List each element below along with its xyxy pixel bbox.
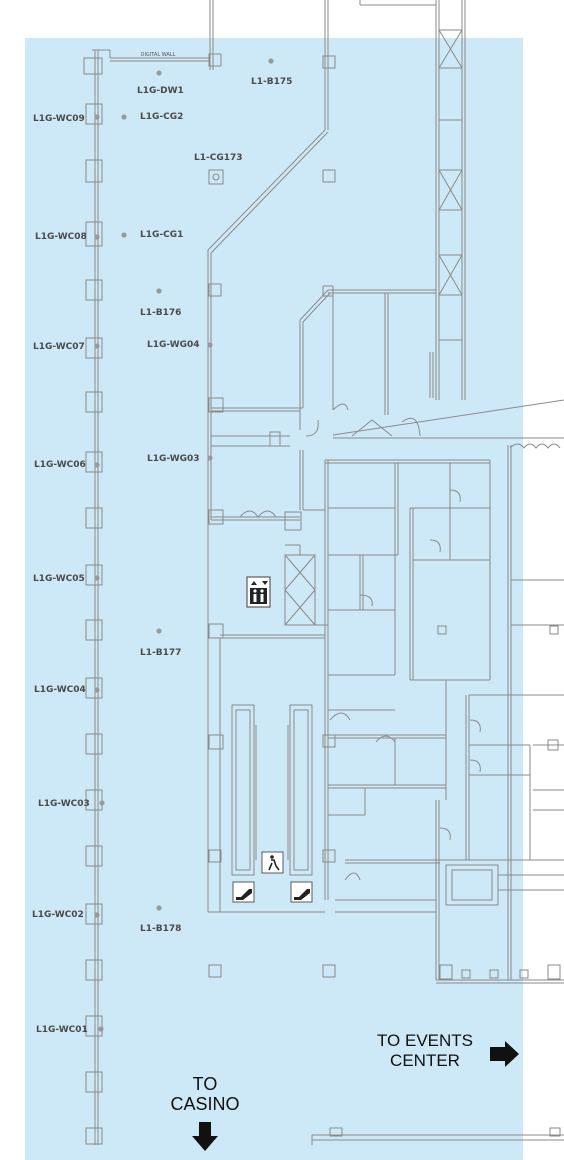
label-b177: L1-B177 bbox=[140, 648, 182, 658]
label-wc01: L1G-WC01 bbox=[36, 1025, 88, 1035]
label-wg03: L1G-WG03 bbox=[147, 454, 200, 464]
label-wc05: L1G-WC05 bbox=[33, 574, 85, 584]
label-wg04: L1G-WG04 bbox=[147, 340, 200, 350]
label-cg2: L1G-CG2 bbox=[140, 112, 184, 122]
to-casino-line1: TO bbox=[192, 1074, 218, 1094]
elevator-icon bbox=[246, 576, 271, 608]
stairs-icon bbox=[261, 851, 284, 874]
label-wc08: L1G-WC08 bbox=[35, 232, 87, 242]
arrow-down-icon bbox=[192, 1122, 218, 1151]
service-shafts bbox=[438, 29, 463, 341]
location-dots bbox=[94, 58, 274, 1032]
digital-wall-label: DIGITAL WALL bbox=[141, 52, 176, 58]
label-wc03: L1G-WC03 bbox=[38, 799, 90, 809]
to-events-center: TO EVENTS CENTER bbox=[370, 1031, 480, 1071]
to-events-line1: TO EVENTS bbox=[376, 1031, 474, 1050]
arrow-right-icon bbox=[490, 1041, 519, 1067]
to-casino-line2: CASINO bbox=[170, 1094, 240, 1114]
escalator-icon bbox=[232, 881, 255, 903]
label-wc09: L1G-WC09 bbox=[33, 114, 85, 124]
label-dw1: L1G-DW1 bbox=[137, 86, 184, 96]
label-b176: L1-B176 bbox=[140, 308, 182, 318]
facade-pilasters bbox=[83, 57, 103, 1145]
label-wc04: L1G-WC04 bbox=[34, 685, 86, 695]
facade-wall bbox=[92, 49, 210, 1145]
label-cg1: L1G-CG1 bbox=[140, 230, 184, 240]
label-b175: L1-B175 bbox=[251, 77, 293, 87]
label-wc02: L1G-WC02 bbox=[32, 910, 84, 920]
label-cg173: L1-CG173 bbox=[194, 153, 243, 163]
label-wc06: L1G-WC06 bbox=[34, 460, 86, 470]
to-casino: TO CASINO bbox=[160, 1074, 250, 1114]
highlighted-zone bbox=[25, 38, 523, 1160]
label-wc07: L1G-WC07 bbox=[33, 342, 85, 352]
escalator-icon bbox=[290, 881, 313, 903]
structural-columns bbox=[208, 53, 336, 978]
to-events-line2: CENTER bbox=[390, 1051, 460, 1070]
label-b178: L1-B178 bbox=[140, 924, 182, 934]
